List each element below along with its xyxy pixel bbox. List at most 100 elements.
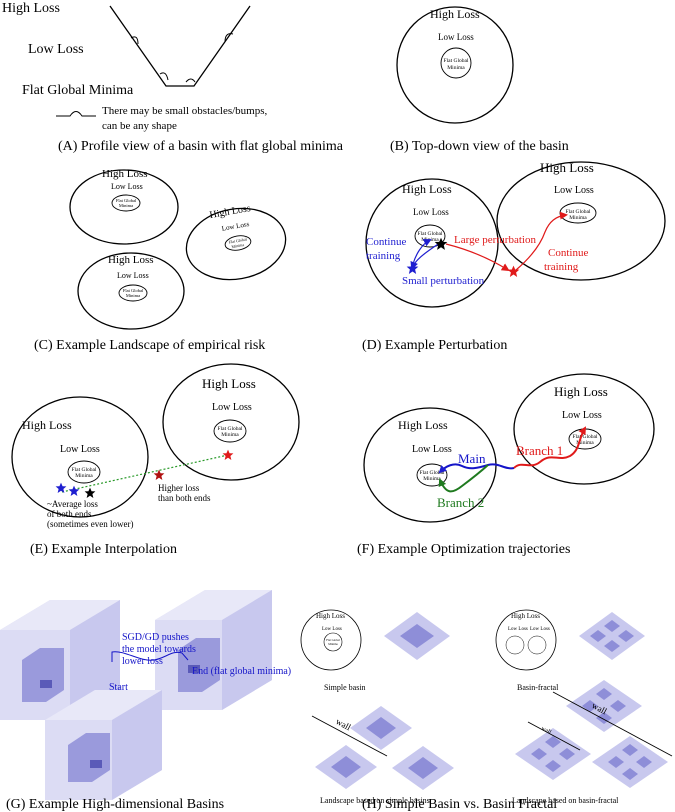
d-continue-training-red-path — [515, 211, 568, 271]
d-left-high: High Loss — [402, 182, 452, 196]
basin-inner-ring — [440, 47, 472, 79]
h-fractal-diamond — [579, 612, 645, 660]
panel-e: High Loss Low Loss Flat Global Minima Hi… — [11, 363, 300, 557]
c-basin-1-low: Low Loss — [111, 182, 143, 191]
d-right-high: High Loss — [540, 160, 594, 175]
bump-legend-icon — [56, 111, 96, 117]
d-basin-left — [365, 178, 499, 308]
f-right-min-1: Flat Global — [573, 434, 598, 440]
basin-outer-ring — [396, 6, 514, 124]
c-basin-3-low: Low Loss — [117, 271, 149, 280]
d-right-min-1: Flat Global — [566, 209, 591, 215]
h-fractal-sub-1 — [505, 635, 525, 655]
e-left-high: High Loss — [22, 418, 72, 432]
panel-b: High Loss Low Loss Flat Global Minima (B… — [390, 6, 569, 154]
h-wall-fractal-2 — [527, 721, 581, 751]
g-sgd-1: SGD/GD pushes — [122, 632, 189, 643]
panel-b-min-1: Flat Global — [444, 58, 469, 64]
e-avg-3: (sometimes even lower) — [47, 519, 133, 529]
panel-b-high-loss: High Loss — [430, 7, 480, 21]
bump-1 — [130, 36, 139, 45]
h-simple-low: Low Loss — [322, 627, 342, 632]
h-simple-basin-inner — [323, 632, 343, 652]
g-basin-box-2 — [155, 590, 272, 710]
f-main-trajectory — [438, 463, 515, 474]
d-right-min-2: Minima — [569, 215, 587, 221]
panel-f-caption: (F) Example Optimization trajectories — [357, 542, 570, 557]
h-wall-simple — [311, 715, 388, 757]
e-basin-left-inner — [67, 460, 101, 484]
panel-b-min-2: Minima — [447, 65, 465, 71]
f-left-min-1: Flat Global — [420, 470, 445, 476]
e-right-min-1: Flat Global — [218, 426, 243, 432]
d-small-star — [406, 262, 419, 274]
e-left-min-2: Minima — [75, 473, 93, 479]
d-continue-red-2: training — [544, 261, 579, 273]
f-left-low: Low Loss — [412, 444, 452, 455]
c-basin-1-inner — [111, 194, 141, 212]
h-simple-min-2: Minima — [328, 642, 338, 646]
f-branch2-label: Branch 2 — [437, 495, 484, 510]
d-continue-red-1: Continue — [548, 247, 588, 259]
panel-b-caption: (B) Top-down view of the basin — [390, 139, 569, 154]
e-avg-1: ~Average loss — [47, 499, 98, 509]
c-basin-1-high: High Loss — [102, 168, 148, 180]
h-fractal-low-1: Low Loss — [508, 627, 528, 632]
e-basin-right-inner — [213, 419, 247, 443]
d-continue-blue-1: Continue — [366, 236, 406, 248]
h-simple-basin-label: Simple basin — [324, 683, 366, 692]
e-right-low: Low Loss — [212, 402, 252, 413]
c-basin-2 — [185, 207, 287, 281]
c-basin-1-min-1: Flat Global — [116, 198, 137, 203]
c-basin-2-min-2: Minima — [231, 242, 245, 249]
bump-2 — [159, 72, 169, 81]
bump-4 — [224, 33, 234, 43]
e-star-mid — [153, 469, 165, 481]
f-branch2-trajectory — [438, 464, 489, 493]
panel-a-high-loss: High Loss — [2, 1, 60, 16]
f-branch1-trajectory — [513, 426, 587, 469]
e-interpolation-line — [61, 454, 229, 493]
c-basin-2-low: Low Loss — [221, 220, 250, 233]
panel-d: High Loss Low Loss Flat Global Minima Hi… — [362, 160, 666, 353]
c-basin-3-min-1: Flat Global — [123, 288, 144, 293]
d-left-low: Low Loss — [413, 207, 449, 217]
e-star-black — [84, 487, 96, 499]
f-basin-left-inner — [416, 463, 448, 487]
panel-a-low-loss: Low Loss — [28, 42, 84, 57]
panel-a: High Loss Low Loss Flat Global Minima Th… — [2, 1, 344, 154]
d-large-perturbation-path — [445, 243, 510, 272]
g-descent-path — [111, 651, 189, 662]
f-main-label: Main — [458, 451, 486, 466]
e-left-low: Low Loss — [60, 444, 100, 455]
h-landscape-simple-label: Landscape based on simple basins — [320, 796, 430, 805]
d-small-perturbation-label: Small perturbation — [402, 275, 485, 287]
f-right-high: High Loss — [554, 384, 608, 399]
c-basin-3-high: High Loss — [108, 254, 154, 266]
c-basin-1 — [69, 169, 179, 245]
h-simple-high: High Loss — [316, 612, 345, 620]
h-simple-basin-circle — [300, 609, 362, 671]
panel-a-caption: (A) Profile view of a basin with flat gl… — [58, 139, 344, 154]
h-wall-fractal-1 — [552, 691, 673, 757]
e-left-min-1: Flat Global — [72, 467, 97, 473]
e-basin-left — [11, 396, 149, 518]
d-large-perturbation-label: Large perturbation — [454, 234, 536, 246]
h-simple-basin-diamond — [384, 612, 450, 660]
panel-d-caption: (D) Example Perturbation — [362, 338, 507, 353]
panel-b-low-loss: Low Loss — [438, 32, 474, 42]
e-basin-right — [162, 363, 300, 481]
h-simple-min-1: Flat Global — [326, 638, 340, 642]
c-basin-1-min-2: Minima — [119, 203, 133, 208]
h-landscape-fractal — [515, 680, 668, 788]
c-basin-3 — [77, 252, 185, 330]
bump-note-2: can be any shape — [102, 120, 177, 132]
panel-c-caption: (C) Example Landscape of empirical risk — [34, 338, 265, 353]
panel-g-caption: (G) Example High-dimensional Basins — [6, 797, 224, 812]
c-basin-2-min-1: Flat Global — [228, 236, 248, 244]
c-basin-2-inner — [224, 235, 252, 251]
panel-e-caption: (E) Example Interpolation — [30, 542, 177, 557]
c-basin-3-min-2: Minima — [126, 293, 140, 298]
c-basin-2-high: High Loss — [209, 203, 252, 221]
e-higher-loss-1: Higher loss — [158, 483, 200, 493]
